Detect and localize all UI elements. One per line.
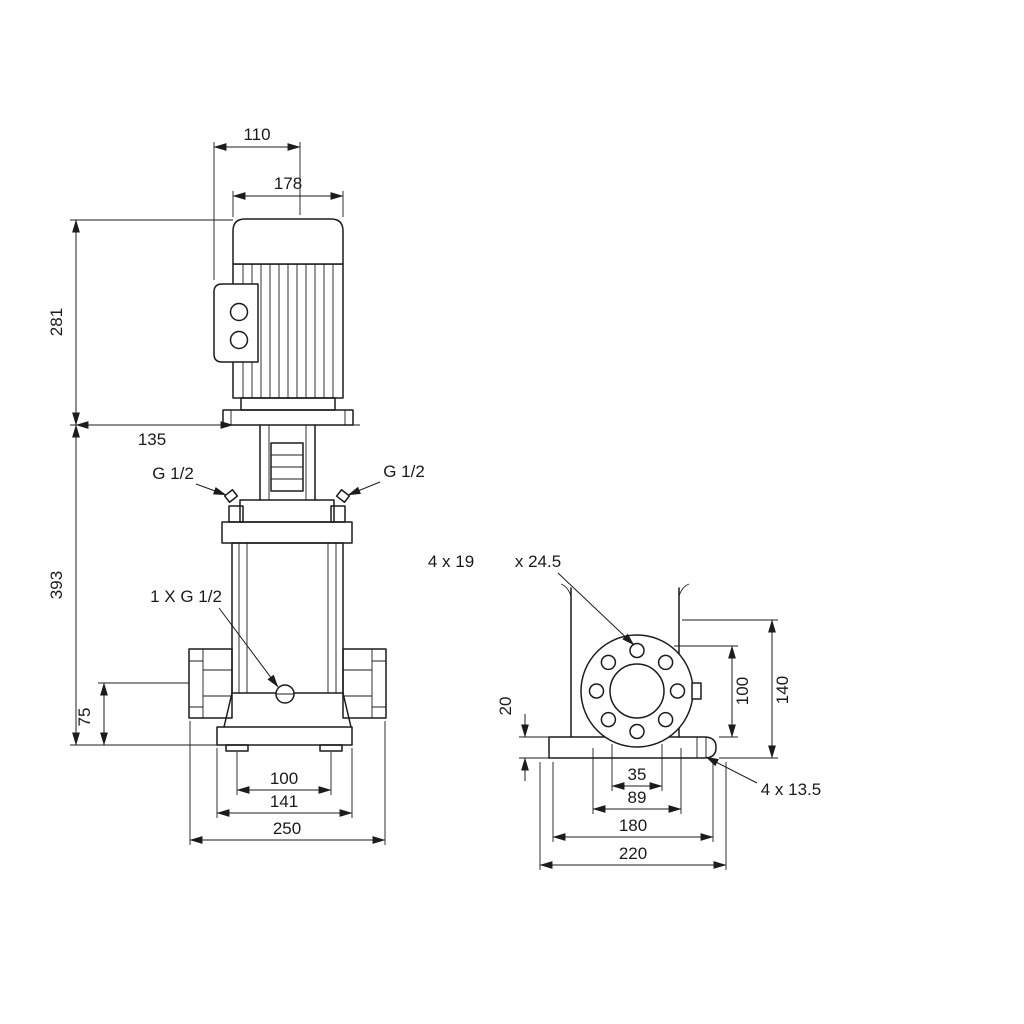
dim-base-total-length-label: 220 — [619, 844, 647, 863]
chamber-stack — [231, 542, 344, 694]
dim-base-length-label: 180 — [619, 816, 647, 835]
flange-holes-label: 4 x 19 — [428, 552, 474, 571]
dim-motor-height-label: 281 — [47, 308, 66, 336]
dim-port-height-label: 75 — [75, 708, 94, 727]
bolt-hole — [600, 711, 617, 728]
side-view — [548, 583, 717, 759]
drain-label: 1 X G 1/2 — [150, 587, 222, 606]
dim-head-offset-label: 135 — [138, 430, 166, 449]
terminal-box — [213, 283, 259, 363]
drain-plug — [275, 684, 295, 704]
base-plate-front — [216, 692, 353, 752]
port-flanges — [188, 648, 387, 719]
dim-hole-span-label: 35 — [628, 765, 647, 784]
vent-right-label: G 1/2 — [383, 462, 425, 481]
cable-entry-icon — [229, 330, 249, 350]
vent-plug-right — [335, 489, 351, 503]
bolt-hole — [669, 683, 686, 699]
bolt-hole — [629, 642, 645, 659]
bolt-hole — [588, 683, 605, 699]
bolt-hole — [600, 654, 617, 671]
dim-base-thickness-label: 20 — [496, 697, 515, 716]
gauge-tap — [691, 682, 702, 700]
front-view-dimensions: 110 178 281 135 393 75 G 1/2 G 1/2 1 X G… — [47, 125, 425, 845]
flange-bore — [609, 663, 665, 719]
dim-port-span-label: 250 — [273, 819, 301, 838]
dim-foot-span-label: 100 — [270, 769, 298, 788]
dim-flange-height-inner-label: 100 — [733, 677, 752, 705]
flange-holes-dia-label: x 24.5 — [515, 552, 561, 571]
dim-motor-depth-label: 110 — [243, 125, 270, 144]
dim-flange-height-outer-label: 140 — [773, 676, 792, 704]
dim-base-width-label: 141 — [270, 792, 298, 811]
base-holes-label: 4 x 13.5 — [761, 780, 822, 799]
dim-flange-width-label: 89 — [628, 788, 647, 807]
cable-entry-icon — [229, 302, 249, 322]
vent-left-label: G 1/2 — [152, 464, 194, 483]
side-view-dimensions: 4 x 19 x 24.5 20 100 140 35 89 180 220 — [428, 552, 821, 870]
front-view — [188, 218, 387, 752]
bolt-hole — [657, 654, 674, 671]
vent-plug-left — [223, 489, 239, 503]
coupling-section — [259, 424, 316, 501]
flange-face — [580, 634, 702, 748]
dim-pump-height-label: 393 — [47, 571, 66, 599]
pump-head — [221, 489, 353, 544]
motor-fan-cover — [232, 218, 344, 265]
bolt-hole — [629, 723, 645, 740]
motor — [213, 218, 354, 426]
dim-motor-width-label: 178 — [274, 174, 302, 193]
bolt-hole — [657, 711, 674, 728]
